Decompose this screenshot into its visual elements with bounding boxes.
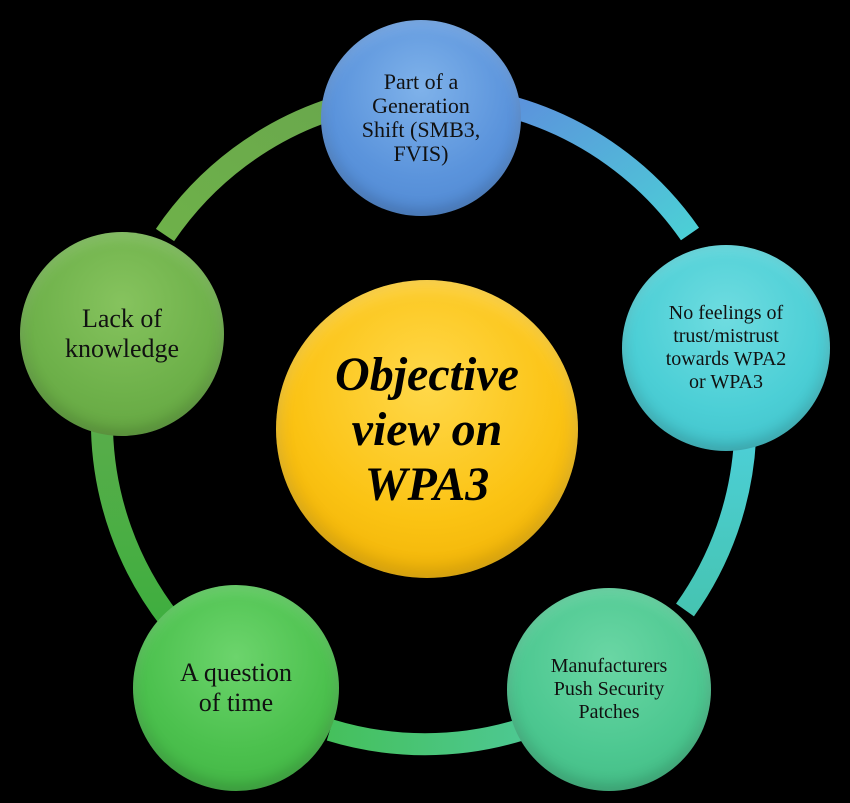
connector-bottom-left-left	[91, 429, 179, 627]
connector-bottom-right-bottom-left	[326, 719, 524, 756]
connector-top-right	[511, 97, 700, 241]
node-generation-shift: Part of a Generation Shift (SMB3, FVIS)	[321, 20, 521, 216]
node-question-of-time: A question of time	[133, 585, 339, 791]
node-question-of-time-label: A question of time	[180, 658, 292, 717]
central-node-label: Objective view on WPA3	[335, 347, 519, 511]
node-lack-of-knowledge: Lack of knowledge	[20, 232, 224, 436]
node-security-patches: Manufacturers Push Security Patches	[507, 588, 711, 791]
node-trust-mistrust: No feelings of trust/mistrust towards WP…	[622, 245, 830, 451]
node-generation-shift-label: Part of a Generation Shift (SMB3, FVIS)	[361, 69, 481, 166]
node-security-patches-label: Manufacturers Push Security Patches	[550, 655, 668, 723]
connector-left-top	[155, 97, 339, 242]
node-trust-mistrust-label: No feelings of trust/mistrust towards WP…	[665, 302, 787, 393]
central-node: Objective view on WPA3	[276, 280, 578, 578]
connector-right-bottom-right	[676, 439, 756, 617]
node-lack-of-knowledge-label: Lack of knowledge	[64, 304, 180, 363]
